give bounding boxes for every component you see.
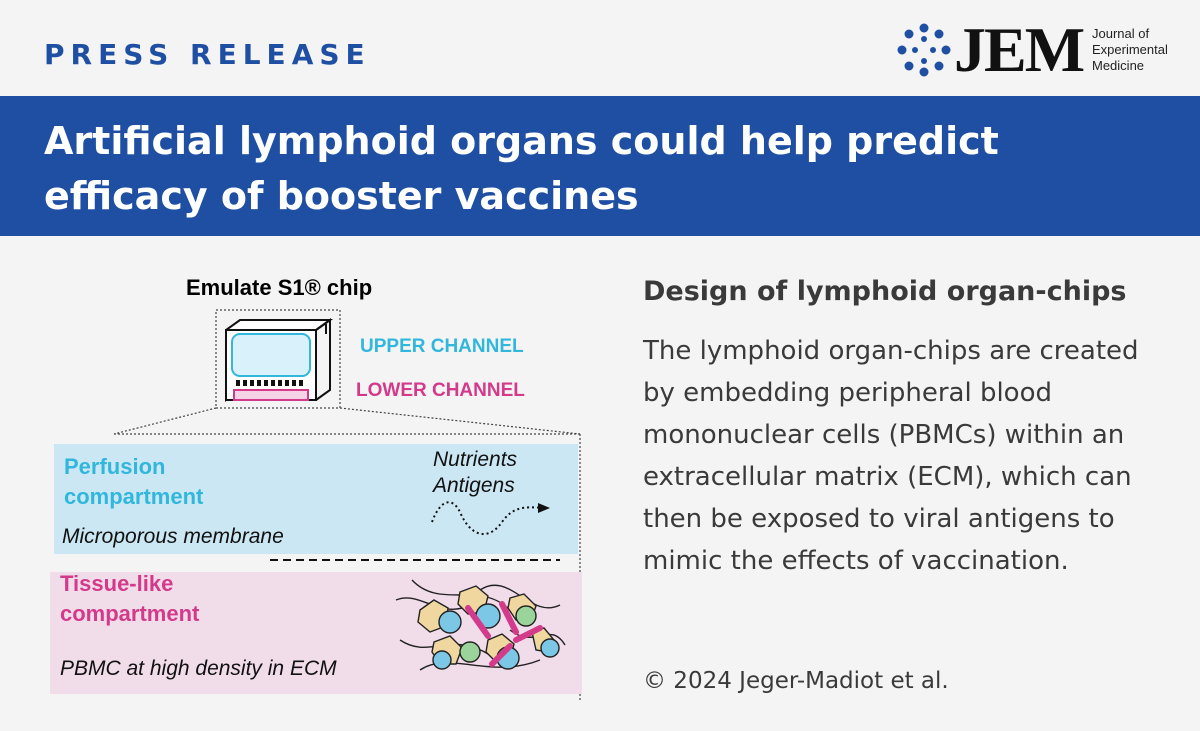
section-heading: Design of lymphoid organ-chips (643, 276, 1127, 307)
section-body: The lymphoid organ-chips are created by … (643, 336, 1139, 576)
chip-diagram-graphic (50, 309, 582, 700)
journal-name: Journal of Experimental Medicine (1092, 26, 1168, 74)
journal-name-line: Experimental (1092, 42, 1168, 57)
nutrients-label: Nutrients (433, 448, 518, 471)
jem-logo-mark-icon (897, 23, 951, 77)
arrow-head-icon (538, 503, 550, 513)
nutrient-flow-arrow (431, 501, 545, 535)
chip-title: Emulate S1® chip (186, 275, 373, 300)
perfusion-compartment-label: Perfusion compartment (64, 454, 204, 509)
chip-icon (225, 318, 334, 403)
chip-zoom-box (215, 309, 341, 409)
cell-cluster (395, 579, 566, 671)
zoom-line-right (339, 407, 581, 435)
antigens-label: Antigens (433, 474, 515, 497)
article-title: Artificial lymphoid organs could help pr… (44, 119, 999, 218)
jem-logo: JEM Journal of Experimental Medicine (896, 14, 1168, 86)
lower-channel-label: LOWER CHANNEL (356, 380, 525, 401)
nutrients-antigens-label: Nutrients Antigens (433, 447, 517, 499)
journal-name-line: Medicine (1092, 58, 1145, 73)
tissue-compartment (50, 572, 582, 694)
perfusion-compartment (54, 444, 578, 554)
tissue-compartment-label: Tissue-like compartment (60, 571, 200, 626)
upper-channel-label: UPPER CHANNEL (360, 336, 524, 357)
journal-name-line: Journal of (1092, 26, 1150, 41)
title-banner: Artificial lymphoid organs could help pr… (0, 96, 1200, 236)
copyright-credit: © 2024 Jeger-Madiot et al. (643, 668, 949, 694)
pbmc-label: PBMC at high density in ECM (60, 657, 337, 680)
article-section: Design of lymphoid organ-chips The lymph… (643, 272, 1183, 582)
jem-wordmark: JEM (954, 14, 1085, 85)
chip-diagram: Emulate S1® chip UPPER CHANNEL LOWER CHA… (40, 260, 600, 720)
membrane-label: Microporous membrane (62, 525, 284, 548)
zoom-line-left (113, 407, 217, 435)
press-release-label: PRESS RELEASE (44, 38, 371, 71)
